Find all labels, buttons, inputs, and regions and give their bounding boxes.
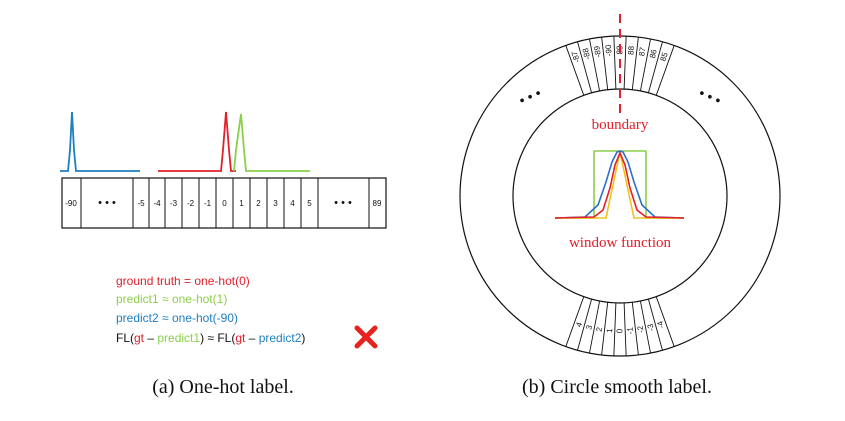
- ellipsis-left: • • •: [516, 85, 543, 109]
- caption-b: (b) Circle smooth label.: [522, 376, 712, 398]
- ring-segment-divider: [577, 41, 593, 93]
- bin-ellipsis: • • •: [98, 197, 116, 209]
- predict2-peak: [60, 111, 140, 172]
- legend-predict1: predict1 ≈ one-hot(1): [116, 292, 227, 306]
- ring-segment-divider: [647, 41, 663, 93]
- bin-label: -5: [137, 199, 145, 208]
- bin-label: 3: [273, 199, 278, 208]
- bin-dividers: [80, 178, 370, 228]
- caption-a: (a) One-hot label.: [152, 376, 294, 398]
- ring-bin-label: -1: [626, 326, 636, 334]
- gt-peak: [158, 111, 236, 172]
- legend-gt: ground truth = one-hot(0): [116, 274, 250, 288]
- ring-segment-divider: [613, 36, 617, 90]
- panel-a: -90 • • • -5 -4 -3 -2 -1 0 1 2 3 4 5 • •…: [60, 111, 387, 398]
- ring-segment-divider: [623, 36, 627, 90]
- window-gaussian-red: [554, 150, 685, 219]
- ring-segment-divider: [631, 302, 639, 355]
- window-gaussian-blue: [554, 150, 685, 219]
- ring-segment-divider: [639, 38, 651, 92]
- ring-bin-label: -4: [655, 319, 666, 329]
- bin-label: 0: [222, 199, 227, 208]
- window-function-label: window function: [569, 235, 672, 251]
- ring-spokes: [565, 36, 675, 356]
- ring-bin-label: 1: [605, 327, 614, 333]
- cross-icon: [354, 325, 378, 349]
- bin-label: -1: [204, 199, 212, 208]
- ring-segment-divider: [601, 37, 609, 90]
- bin-label: 1: [239, 199, 244, 208]
- ring-segment-divider: [613, 302, 617, 356]
- ring-bin-label: 88: [626, 45, 636, 55]
- ring-bin-label: 0: [616, 328, 625, 333]
- bin-labels: -90 • • • -5 -4 -3 -2 -1 0 1 2 3 4 5 • •…: [65, 197, 382, 209]
- predict1-peak: [233, 113, 310, 172]
- bin-ellipsis: • • •: [334, 197, 352, 209]
- bin-label: 89: [373, 199, 382, 208]
- ring-segment-divider: [655, 45, 675, 96]
- window-triangle-yellow: [555, 151, 684, 219]
- ring-segment-divider: [631, 37, 639, 90]
- ring-segment-divider: [639, 300, 651, 354]
- bin-label: 4: [290, 199, 295, 208]
- legend: ground truth = one-hot(0) predict1 ≈ one…: [116, 274, 305, 345]
- ellipsis-right: • • •: [697, 85, 724, 109]
- ring-segment-divider: [655, 296, 675, 347]
- ring-bin-label: 2: [595, 326, 605, 332]
- ring-bin-label: -2: [636, 325, 646, 334]
- ring-segment-divider: [589, 300, 601, 354]
- ring-segment-divider: [623, 302, 627, 356]
- ring-bin-label: -90: [604, 44, 614, 57]
- window-rect-green: [555, 150, 684, 219]
- bin-label: -90: [65, 199, 77, 208]
- ring-segment-divider: [589, 38, 601, 92]
- boundary-label: boundary: [592, 117, 649, 133]
- ring-segment-divider: [601, 302, 609, 355]
- bin-row: [61, 177, 387, 229]
- ring-segment-divider: [647, 299, 663, 351]
- bin-label: -2: [187, 199, 195, 208]
- ring-segment-divider: [565, 45, 585, 96]
- legend-focal-loss: FL(gt – predict1) ≈ FL(gt – predict2): [116, 331, 305, 345]
- ring-bin-label: 4: [574, 321, 584, 328]
- bin-label: -3: [170, 199, 178, 208]
- ring-bin-label: -3: [646, 322, 657, 332]
- ring-bin-label: 87: [637, 46, 647, 57]
- ring-segment-divider: [565, 296, 585, 347]
- ring-segment-divider: [577, 299, 593, 351]
- bin-label: 5: [307, 199, 312, 208]
- ring-bin-label: 3: [584, 324, 594, 331]
- bin-label: -4: [153, 199, 161, 208]
- ring-bin-label: -87: [570, 49, 582, 63]
- window-function-plot: [554, 150, 685, 219]
- legend-predict2: predict2 ≈ one-hot(-90): [116, 311, 238, 325]
- ring-bin-label: -88: [581, 47, 593, 61]
- ring-bin-label: 85: [659, 51, 670, 63]
- ring-bin-label: 86: [648, 48, 659, 59]
- ring-bin-label: -89: [592, 45, 603, 58]
- outer-ring: [459, 35, 781, 357]
- bin-label: 2: [256, 199, 261, 208]
